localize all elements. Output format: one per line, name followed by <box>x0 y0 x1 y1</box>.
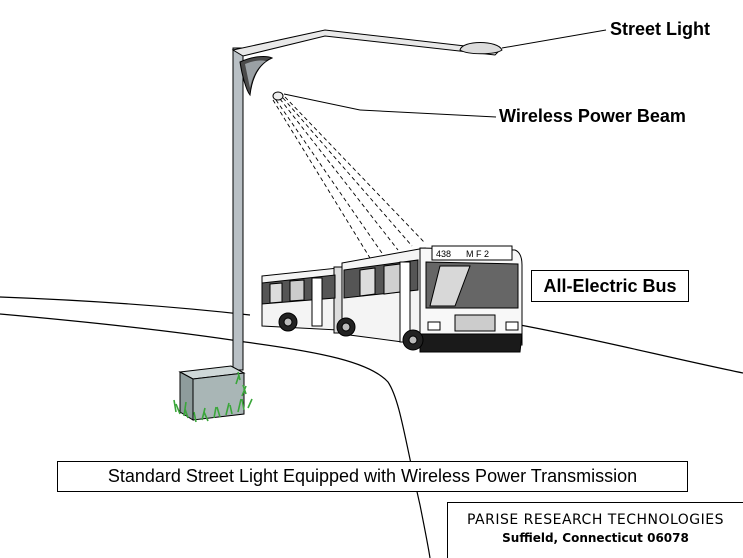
street-lamp-head <box>459 42 503 55</box>
leader-lines <box>283 29 607 118</box>
wireless-power-beam-label: Wireless Power Beam <box>499 106 686 126</box>
light-arm <box>231 29 502 57</box>
grass <box>173 371 253 423</box>
road-right-edge <box>519 324 743 374</box>
bus <box>261 245 523 353</box>
credit-location: Suffield, Connecticut 06078 <box>502 531 689 545</box>
credit-company: PARISE RESEARCH TECHNOLOGIES <box>466 512 725 528</box>
street-light-label: Street Light <box>610 19 711 39</box>
bus-route: M F 2 <box>466 249 489 259</box>
power-beam <box>272 96 425 259</box>
caption-box: Standard Street Light Equipped with Wire… <box>57 461 688 492</box>
credit-box: PARISE RESEARCH TECHNOLOGIES Suffield, C… <box>447 502 743 558</box>
road <box>0 296 743 558</box>
bus-destination-sign <box>431 245 513 261</box>
road-near-edge <box>0 313 431 558</box>
all-electric-bus-label: All-Electric Bus <box>543 275 677 296</box>
control-box <box>178 365 246 421</box>
beam-emitter <box>272 91 284 101</box>
bus-label-box: All-Electric Bus <box>531 270 689 302</box>
caption-text: Standard Street Light Equipped with Wire… <box>107 466 638 486</box>
bus-number: 438 <box>436 249 451 259</box>
pole <box>232 47 244 371</box>
road-far-edge <box>0 296 251 316</box>
